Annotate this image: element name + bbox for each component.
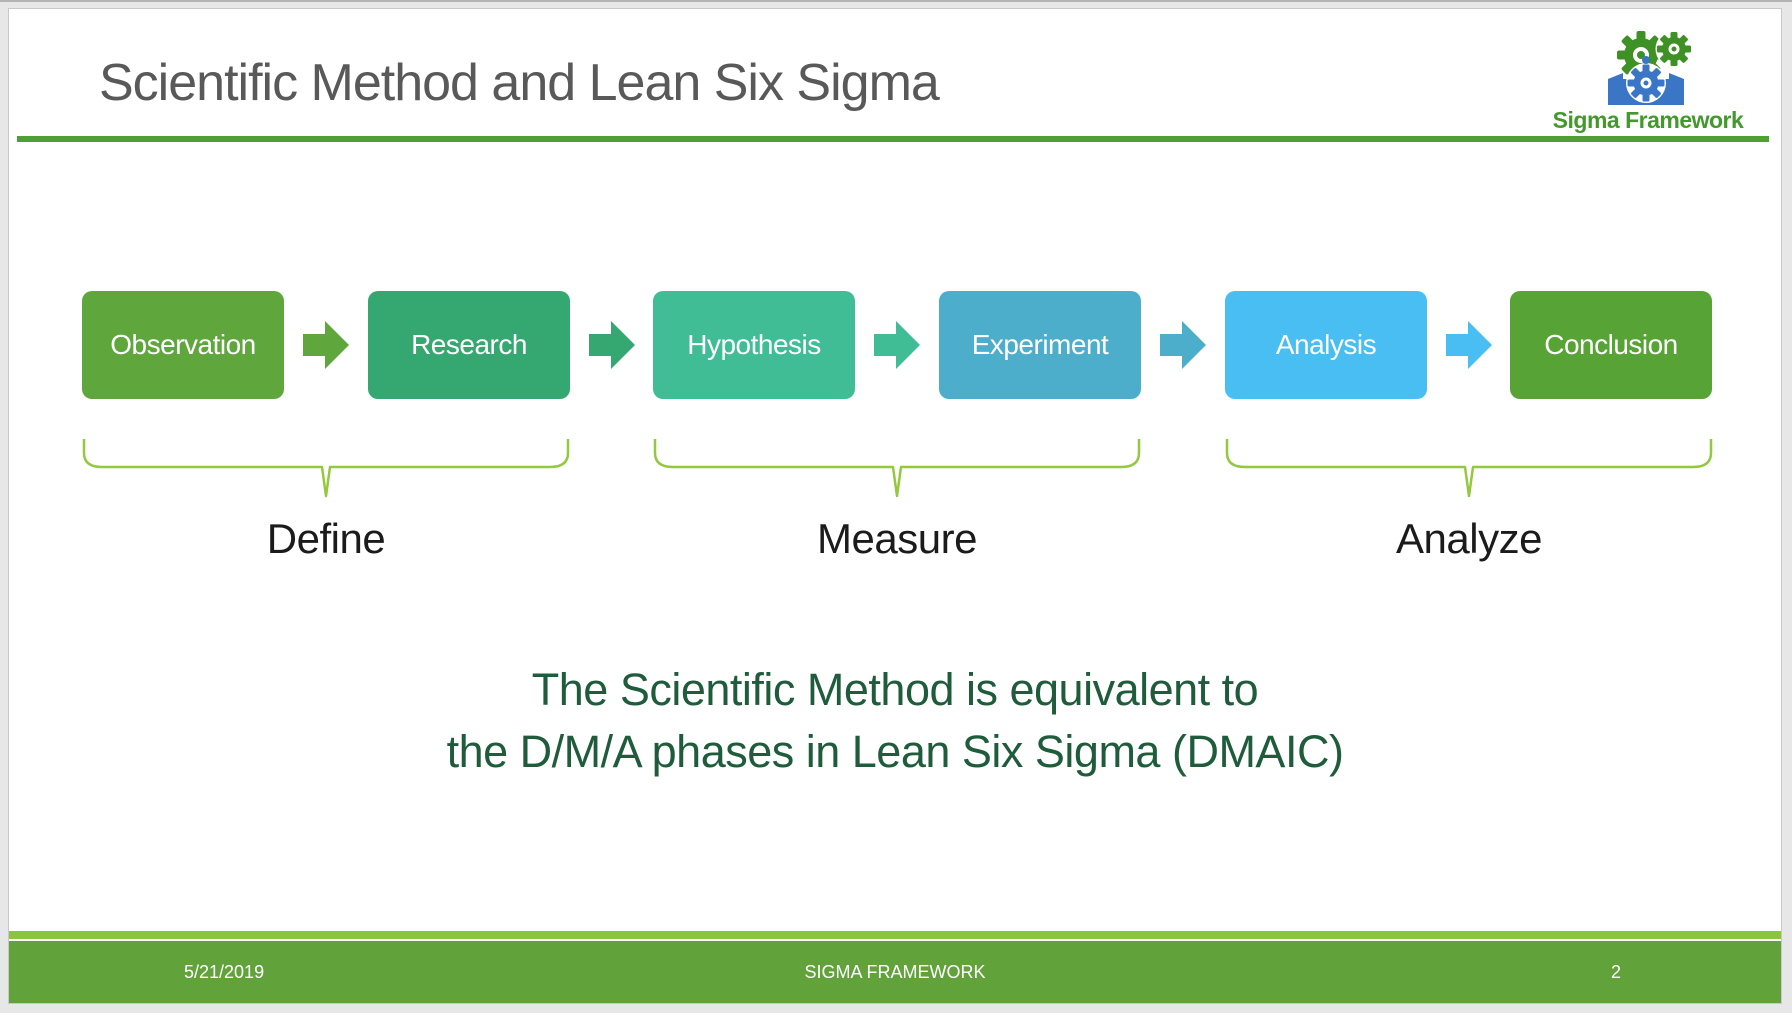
phase-label-define: Define xyxy=(266,515,386,562)
brace-analyze xyxy=(1225,439,1713,498)
footer-accent-stripe xyxy=(9,931,1781,939)
slide-number: 2 xyxy=(1610,962,1621,982)
flow-arrow-icon xyxy=(874,321,920,369)
flow-arrow-icon xyxy=(1160,321,1206,369)
flow-step-label: Hypothesis xyxy=(687,329,821,360)
flow-step-research: Research xyxy=(368,291,570,399)
title-underline xyxy=(17,136,1769,142)
flow-step-conclusion: Conclusion xyxy=(1510,291,1712,399)
window-top-edge xyxy=(0,0,1792,2)
flow-arrow-icon xyxy=(303,321,349,369)
sigma-framework-logo: Sigma Framework xyxy=(1533,29,1763,134)
footer-date: 5/21/2019 xyxy=(184,962,265,982)
flow-step-label: Observation xyxy=(110,329,256,360)
logo-text: Sigma Framework xyxy=(1552,107,1744,133)
flow-step-hypothesis: Hypothesis xyxy=(653,291,855,399)
flow-step-label: Experiment xyxy=(971,329,1109,360)
flow-step-label: Research xyxy=(411,329,527,360)
flow-arrow-icon xyxy=(589,321,635,369)
key-message-line2: the D/M/A phases in Lean Six Sigma (DMAI… xyxy=(446,726,1344,777)
phase-label-analyze: Analyze xyxy=(1396,515,1542,562)
flow-step-analysis: Analysis xyxy=(1225,291,1427,399)
brace-define xyxy=(82,439,570,498)
footer-title: SIGMA FRAMEWORK xyxy=(804,962,986,982)
key-message: The Scientific Method is equivalent to t… xyxy=(9,659,1781,783)
slide-canvas: Scientific Method and Lean Six Sigma xyxy=(8,8,1782,1004)
flow-arrow-icon xyxy=(1446,321,1492,369)
flow-step-observation: Observation xyxy=(82,291,284,399)
key-message-line1: The Scientific Method is equivalent to xyxy=(531,664,1259,715)
slide-title: Scientific Method and Lean Six Sigma xyxy=(99,54,940,112)
brace-measure xyxy=(653,439,1141,498)
gears-logo-icon xyxy=(1608,30,1693,105)
flow-step-experiment: Experiment xyxy=(939,291,1141,399)
flow-step-label: Conclusion xyxy=(1544,329,1678,360)
footer-bar: 5/21/2019 SIGMA FRAMEWORK 2 xyxy=(9,941,1781,1003)
phase-label-measure: Measure xyxy=(817,515,977,562)
flow-step-label: Analysis xyxy=(1275,329,1377,360)
